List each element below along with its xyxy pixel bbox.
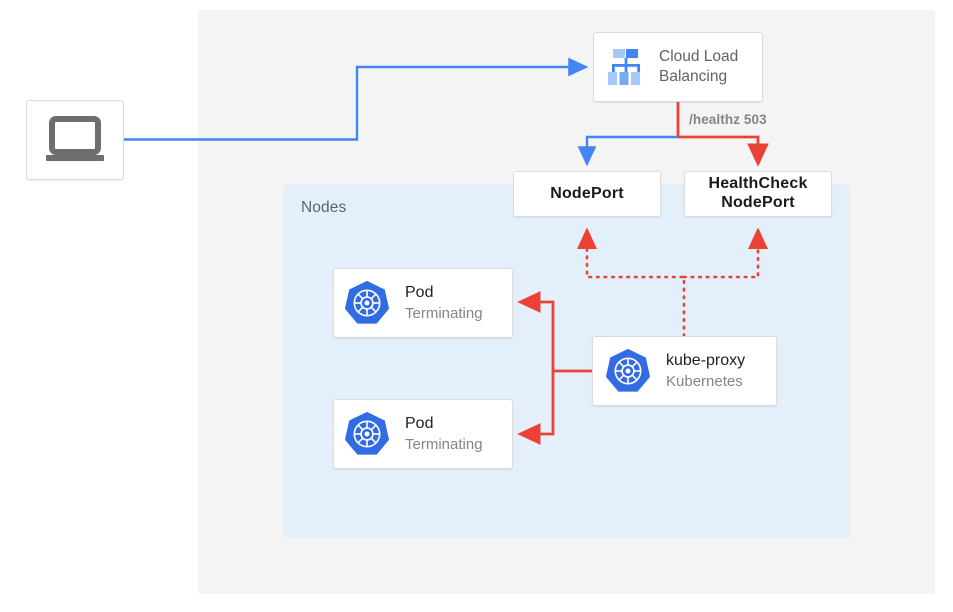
healthcheck-nodeport-node[interactable]: HealthCheck NodePort: [684, 171, 832, 217]
nodeport-node[interactable]: NodePort: [513, 171, 661, 217]
pod-node-1[interactable]: Pod Terminating: [333, 268, 513, 338]
lb-to-healthcheck-edge: [678, 135, 769, 167]
kubernetes-icon: [605, 348, 651, 392]
kubeproxy-to-pod1-edge: [517, 291, 592, 373]
pod-1-text: Pod Terminating: [405, 283, 483, 323]
kubeproxy-to-healthcheck-dotted-edge: [682, 227, 769, 279]
laptop-icon: [46, 116, 104, 161]
healthcheck-nodeport-label-line1: HealthCheck: [708, 175, 808, 193]
pod-2-text: Pod Terminating: [405, 414, 483, 454]
client-node[interactable]: [26, 100, 124, 180]
healthz-status-label: /healthz 503: [689, 112, 767, 127]
cloud-load-balancing-icon: [608, 49, 640, 85]
pod-2-title: Pod: [405, 414, 434, 432]
kubernetes-icon: [344, 280, 390, 324]
client-to-lb-edge: [124, 57, 589, 141]
nodeport-label: NodePort: [550, 184, 624, 202]
lb-to-nodeport-edge: [577, 135, 678, 167]
cloud-load-balancing-node[interactable]: Cloud Load Balancing: [593, 32, 763, 102]
nodes-panel-label: Nodes: [301, 199, 347, 216]
kube-proxy-node[interactable]: kube-proxy Kubernetes: [592, 336, 777, 406]
kubeproxy-to-pod2-edge: [517, 371, 555, 445]
kube-proxy-title: kube-proxy: [666, 351, 746, 369]
clb-label-line1: Cloud Load: [659, 47, 739, 65]
kube-proxy-text: kube-proxy Kubernetes: [666, 351, 745, 391]
kube-proxy-subtitle: Kubernetes: [666, 372, 743, 390]
pod-node-2[interactable]: Pod Terminating: [333, 399, 513, 469]
cloud-load-balancing-label: Cloud Load Balancing: [659, 47, 738, 88]
kubernetes-icon: [344, 411, 390, 455]
pod-1-title: Pod: [405, 283, 434, 301]
kubeproxy-to-nodeport-dotted-edge: [576, 227, 686, 338]
pod-2-status: Terminating: [405, 435, 483, 453]
clb-label-line2: Balancing: [659, 68, 728, 85]
pod-1-status: Terminating: [405, 304, 483, 322]
healthcheck-nodeport-label-line2: NodePort: [721, 194, 795, 211]
